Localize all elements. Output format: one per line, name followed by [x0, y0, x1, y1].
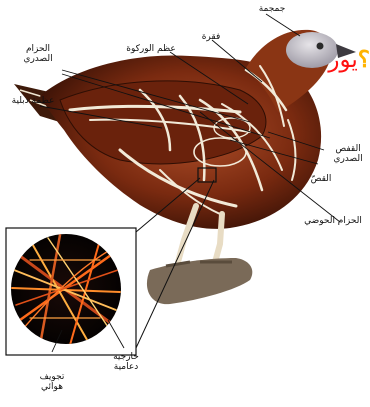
label-skull: جمجمة: [252, 4, 292, 14]
label-ribs: عظمة دبلية: [6, 96, 60, 106]
question-mark: ؟: [358, 46, 370, 73]
partial-title-banner: ؟يور: [288, 46, 370, 74]
label-air-space: تجويف هوائي: [34, 372, 70, 392]
label-pygostyle: عظم الوركوة: [120, 44, 182, 54]
label-vertebra: فقرة: [196, 32, 226, 42]
label-pelvic-girdle: الحزام الحوضي: [298, 216, 368, 226]
branch: [147, 258, 252, 304]
label-breastbone: القفص الصدري: [326, 144, 370, 164]
label-outer-bone: خارجية دعامية: [108, 352, 144, 372]
label-pectoral-girdle: الحزام الصدري: [22, 44, 54, 64]
banner-text: يور: [328, 47, 357, 73]
label-cage: القصّ: [306, 174, 336, 184]
